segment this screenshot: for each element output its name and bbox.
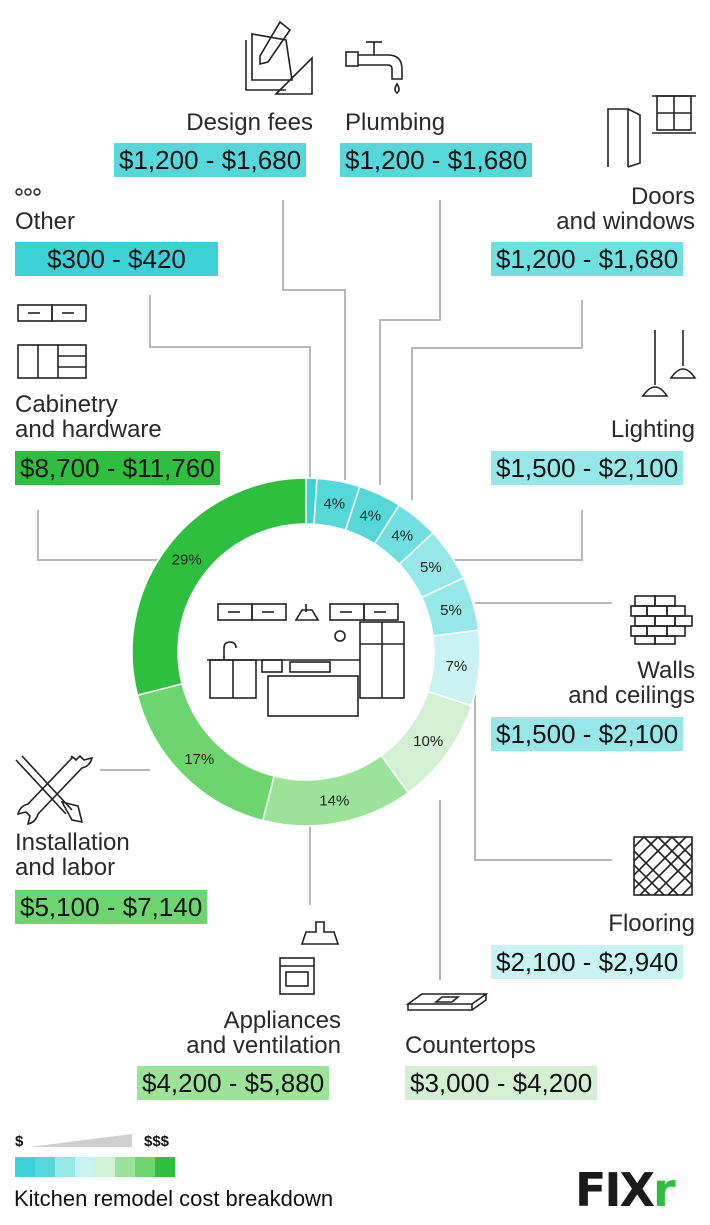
price-lighting: $1,500 - $2,100: [491, 451, 684, 485]
label-doors-line2: and windows: [556, 208, 695, 235]
label-walls-line1: Walls: [637, 657, 695, 684]
legend-swatch: [135, 1157, 155, 1177]
donut-label-cabinetry-and-hardware: 29%: [172, 551, 202, 568]
cabinet-icon: [17, 304, 87, 379]
price-walls: $1,500 - $2,100: [491, 717, 684, 751]
donut-label-design-fees: 4%: [323, 496, 345, 513]
wrench-screwdriver-icon: [15, 754, 94, 826]
range-hood-stove-icon: [279, 921, 340, 995]
donut-label-walls-and-ceilings: 5%: [440, 602, 462, 619]
legend-swatch: [95, 1157, 115, 1177]
donut-label-appliances-and-ventilation: 14%: [319, 792, 349, 809]
label-cabinetry-line1: Cabinetry: [15, 391, 118, 418]
price-flooring: $2,100 - $2,940: [491, 945, 684, 979]
label-other: Other: [15, 208, 76, 235]
donut-label-countertops: 10%: [413, 733, 443, 750]
donut-label-installation-and-labor: 17%: [184, 751, 214, 768]
label-walls-line2: and ceilings: [568, 682, 695, 709]
legend-swatch: [35, 1157, 55, 1177]
label-flooring: Flooring: [608, 910, 695, 937]
pendant-lamp-icon: [641, 330, 697, 397]
design-tools-icon: [245, 20, 313, 95]
chart-title: Kitchen remodel cost breakdown: [14, 1186, 334, 1211]
legend-high: $$$: [144, 1133, 170, 1150]
legend-wedge: [30, 1134, 132, 1147]
label-installation-line2: and labor: [15, 854, 116, 881]
donut-label-plumbing: 4%: [359, 507, 381, 524]
label-design-fees: Design fees: [186, 109, 313, 136]
brick-wall-icon: [630, 595, 693, 645]
parquet-floor-icon: [633, 836, 693, 896]
door-window-icon: [607, 95, 696, 168]
price-other: $300 - $420: [15, 242, 218, 276]
logo-text: FIX: [575, 1163, 655, 1217]
label-doors-line1: Doors: [630, 183, 695, 210]
legend-swatch: [75, 1157, 95, 1177]
legend-swatch: [155, 1157, 175, 1177]
price-installation: $5,100 - $7,140: [15, 890, 208, 924]
label-appliances-line2: and ventilation: [186, 1032, 341, 1059]
label-cabinetry-line2: and hardware: [15, 416, 162, 443]
label-countertops: Countertops: [405, 1032, 536, 1059]
price-plumbing: $1,200 - $1,680: [340, 143, 533, 177]
legend-swatch: [115, 1157, 135, 1177]
leader-lines: [37, 200, 612, 980]
fixr-logo: FIXr: [575, 1163, 676, 1217]
label-installation-line1: Installation: [15, 829, 130, 856]
label-lighting: Lighting: [610, 416, 695, 443]
donut-label-flooring: 7%: [445, 658, 467, 675]
donut-label-doors-and-windows: 4%: [391, 528, 413, 545]
price-cabinetry: $8,700 - $11,760: [15, 451, 220, 485]
price-design-fees: $1,200 - $1,680: [114, 143, 307, 177]
kitchen-icon: [207, 603, 405, 717]
faucet-icon: [345, 41, 403, 95]
price-countertops: $3,000 - $4,200: [405, 1066, 598, 1100]
label-appliances-line1: Appliances: [223, 1007, 341, 1034]
logo-accent: r: [653, 1163, 676, 1217]
legend-swatch: [55, 1157, 75, 1177]
label-plumbing: Plumbing: [345, 109, 446, 136]
legend-low: $: [15, 1133, 24, 1150]
price-doors: $1,200 - $1,680: [491, 242, 684, 276]
price-appliances: $4,200 - $5,880: [137, 1066, 330, 1100]
donut-chart: 4% 4% 4% 5% 5% 7% 10% 14% 17% 29%: [131, 477, 481, 827]
donut-segment-appliances-and-ventilation: [261, 754, 410, 827]
donut-segment-cabinetry-and-hardware: [131, 477, 307, 697]
legend-swatch: [15, 1157, 35, 1177]
ellipsis-icon: [15, 188, 41, 196]
donut-label-lighting: 5%: [420, 559, 442, 576]
countertop-icon: [405, 993, 489, 1011]
